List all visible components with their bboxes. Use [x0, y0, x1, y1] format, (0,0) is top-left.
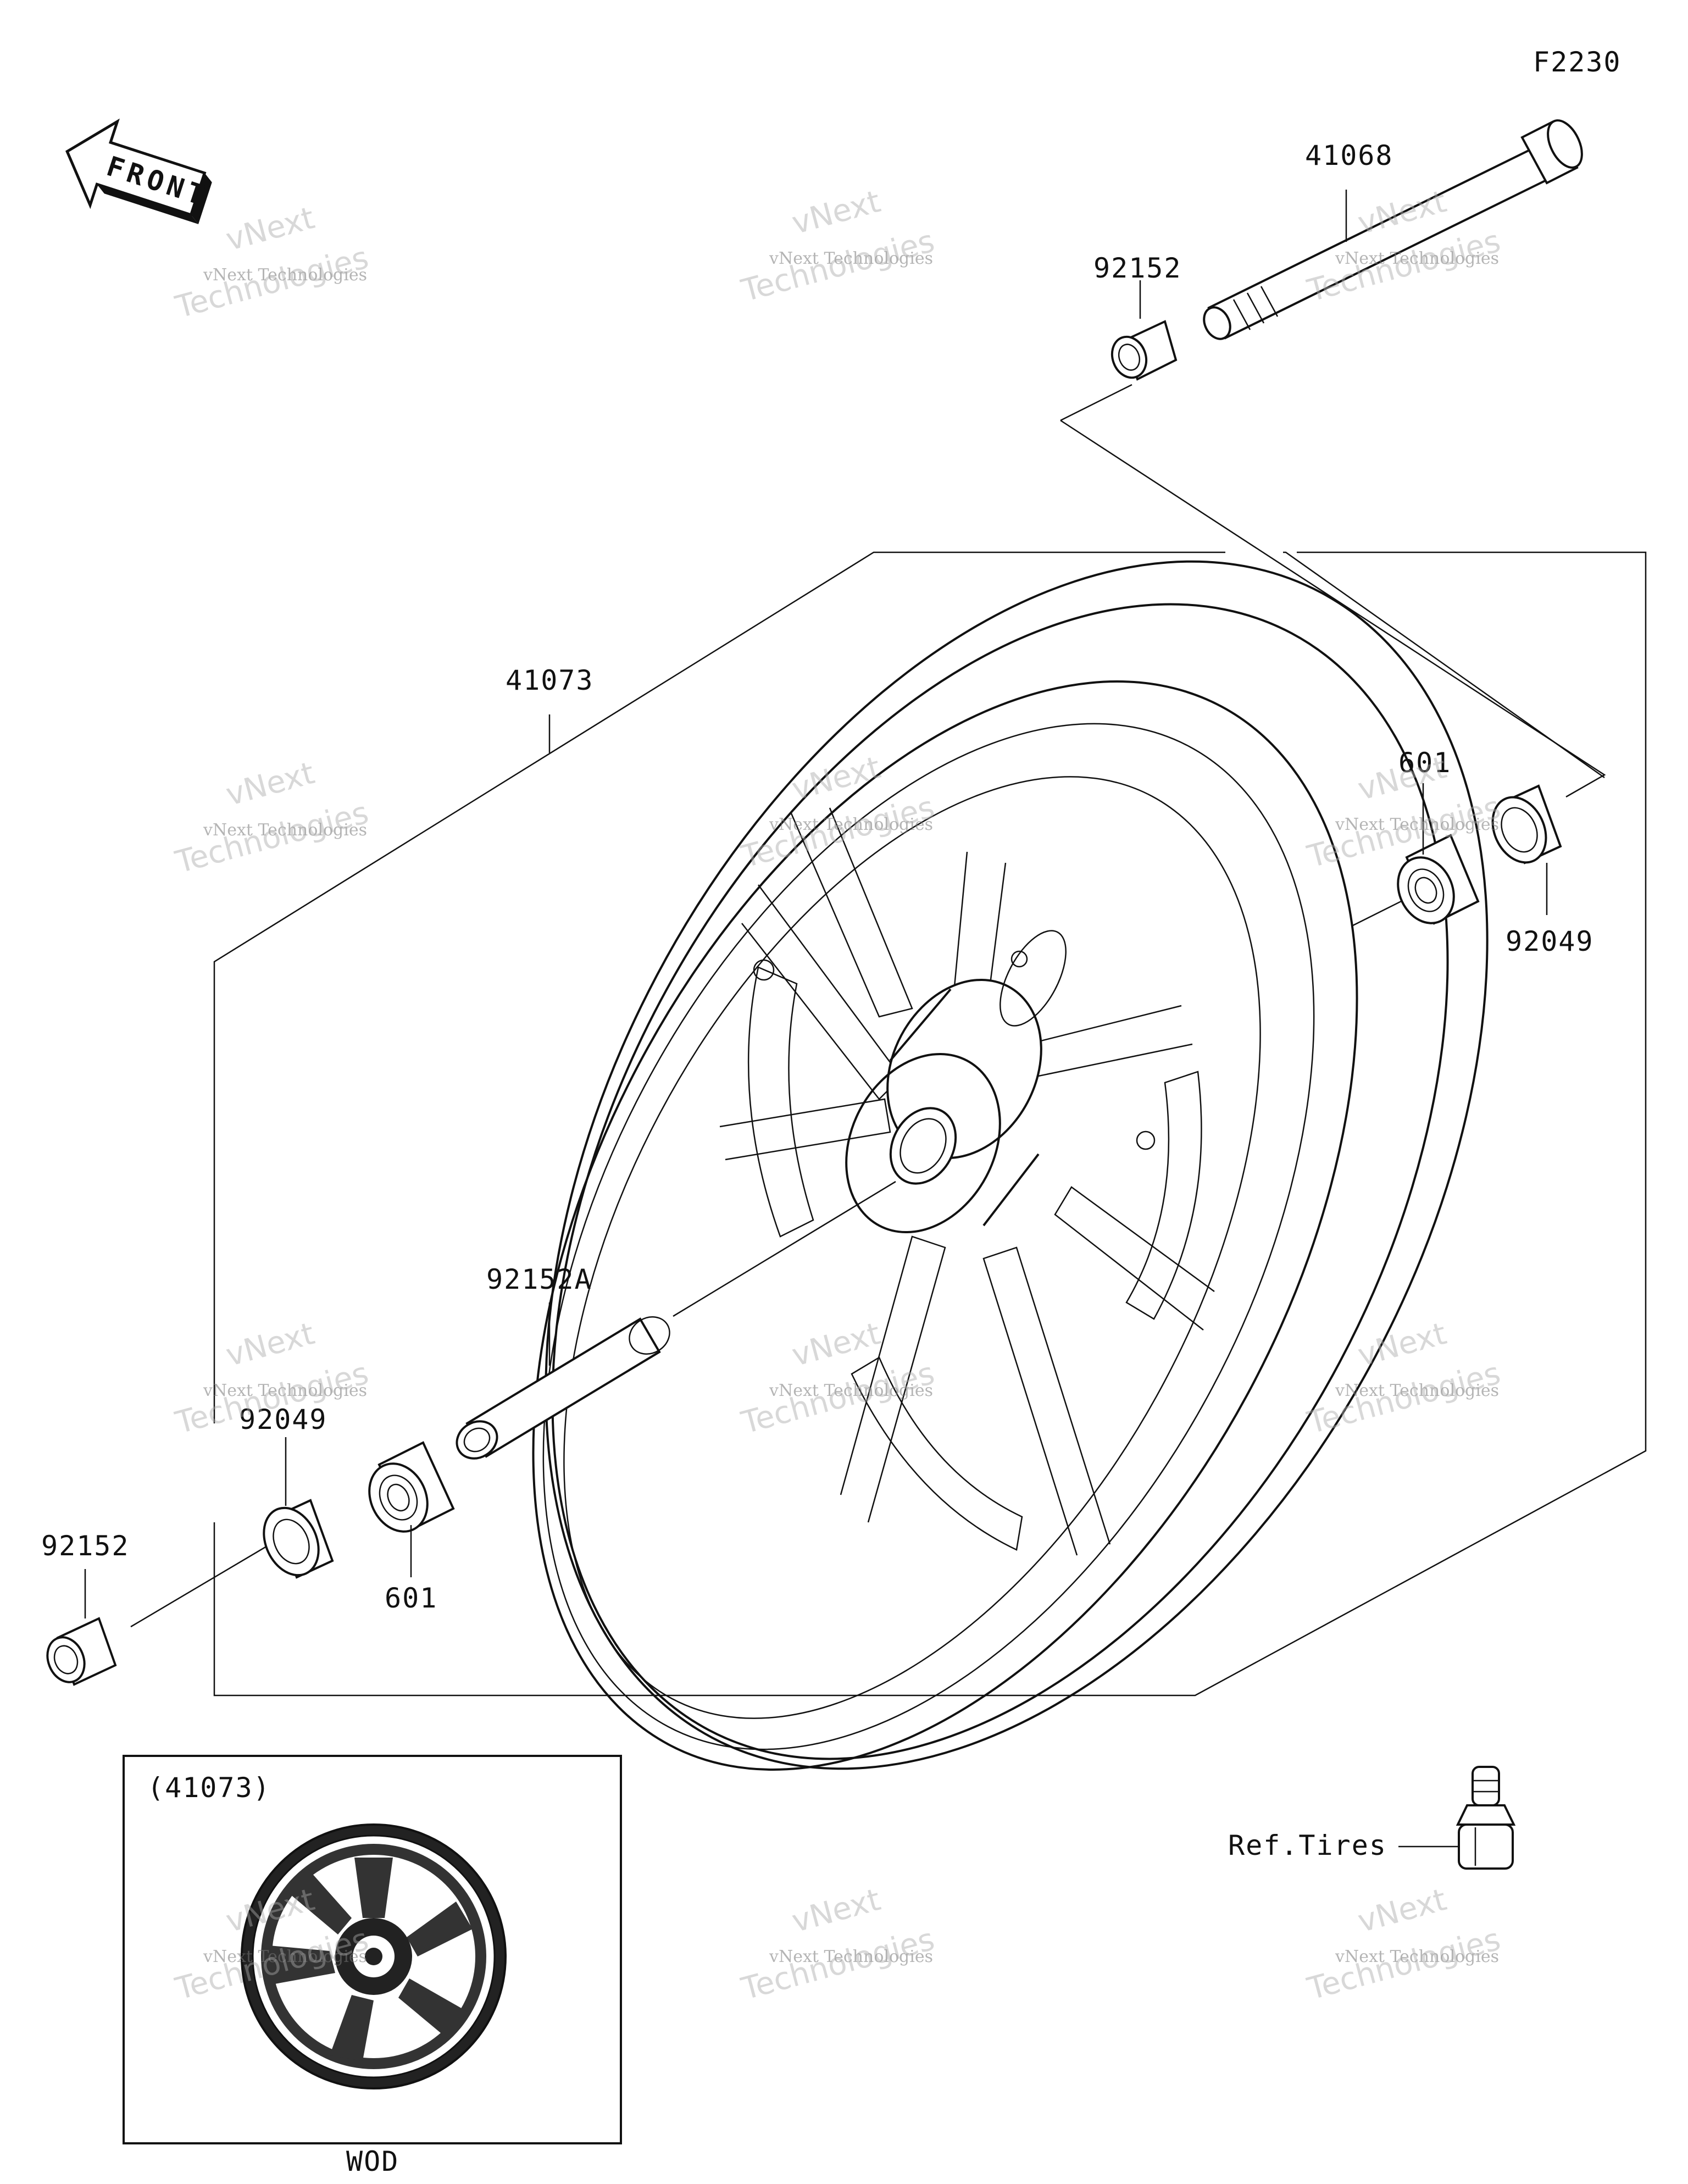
watermark-text: vNext [222, 1316, 318, 1373]
label-41068: 41068 [1305, 140, 1393, 171]
bearing-601-left [368, 1441, 455, 1577]
inset-title: (41073) [147, 1772, 271, 1804]
inset-caption: WOD [346, 2146, 399, 2177]
axle-41068 [1203, 119, 1583, 340]
watermark-text: vNext Technologies [203, 265, 367, 285]
label-41073: 41073 [506, 664, 594, 696]
inset-wod-variant: (41073) WOD [123, 1755, 622, 2177]
watermark-text: vNext [788, 750, 884, 807]
watermark-text: vNext [1354, 1316, 1450, 1373]
watermark-text: vNext [788, 1316, 884, 1373]
watermark-text: vNext Technologies [1335, 815, 1499, 834]
label-601-left: 601 [385, 1582, 437, 1614]
valve-stem-icon [1456, 1766, 1516, 1870]
diagram-code: F2230 [1533, 46, 1622, 78]
watermark-text: vNext [788, 184, 884, 241]
watermark-text: vNext Technologies [203, 1381, 367, 1400]
assembly-bracket [130, 384, 1647, 1697]
spacer-92152A [456, 1302, 670, 1460]
collar-92152-left [46, 1569, 117, 1686]
ref-tires-label: Ref.Tires [1228, 1830, 1387, 1861]
front-arrow-icon: FRONT [65, 118, 212, 224]
watermark-text: vNext Technologies [769, 249, 933, 268]
seal-92049-left [263, 1437, 334, 1579]
watermark-text: vNext Technologies [769, 815, 933, 834]
watermark-text: vNext Technologies [1335, 1381, 1499, 1400]
seal-92049-right [1491, 784, 1562, 915]
watermark-group: vNext Technologies vNext Technologies vN… [171, 184, 1504, 2007]
label-601-right: 601 [1398, 747, 1451, 779]
watermark-text: vNext Technologies [1335, 249, 1499, 268]
collar-92152-top [1110, 280, 1178, 381]
wod-wheel-icon [241, 1823, 507, 2089]
wheel-41073 [532, 560, 1489, 1771]
label-92152-left: 92152 [41, 1530, 130, 1562]
watermark-text: vNext Technologies [1335, 1947, 1499, 1966]
watermark-text: vNext Technologies [769, 1947, 933, 1966]
watermark-text: vNext Technologies [769, 1381, 933, 1400]
watermark-text: vNext [788, 1882, 884, 1939]
watermark-text: vNext [222, 755, 318, 813]
watermark-text: vNext [222, 200, 318, 258]
watermark-text: vNext [1354, 1882, 1450, 1939]
watermark-text: vNext Technologies [203, 821, 367, 840]
label-92152-top: 92152 [1093, 252, 1182, 284]
watermark-text: vNext Technologies [203, 1947, 367, 1966]
bearing-601-right [1397, 783, 1480, 925]
label-92152A: 92152A [486, 1263, 592, 1295]
label-92049-right: 92049 [1506, 925, 1594, 957]
label-92049-left: 92049 [239, 1404, 327, 1435]
